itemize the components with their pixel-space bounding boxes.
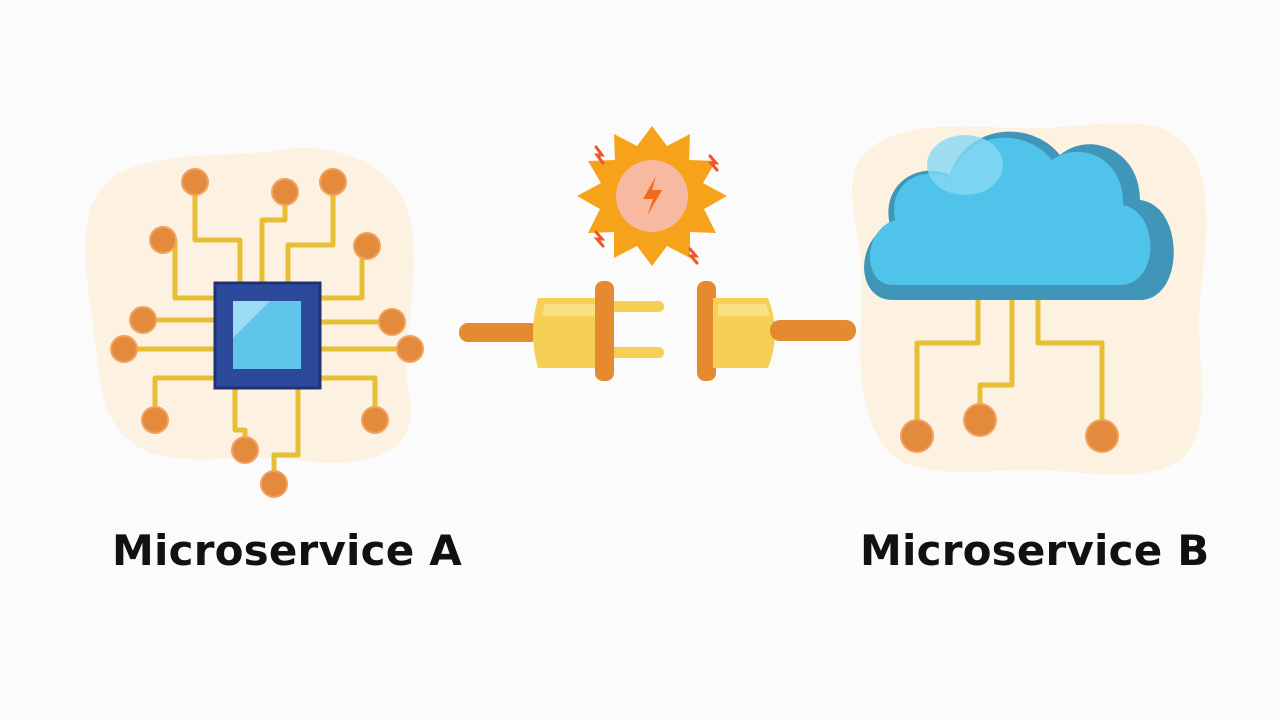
chip-rim xyxy=(213,281,322,390)
right-socket-collar xyxy=(697,281,716,381)
plug-prong-top xyxy=(608,301,664,312)
microservice-b-label: Microservice B xyxy=(860,526,1210,575)
circuit-traces-b xyxy=(914,297,1105,439)
chip-highlight xyxy=(233,301,270,338)
circuit-nodes-b xyxy=(900,403,1119,453)
right-socket-shine xyxy=(718,304,770,316)
cloud-front xyxy=(869,137,1151,285)
electric-spark-icon xyxy=(577,126,727,266)
unplugged-connector-icon xyxy=(459,281,856,381)
cpu-chip-icon xyxy=(85,148,424,498)
spark-sparks xyxy=(593,145,720,265)
circuit-nodes-a xyxy=(110,168,424,498)
cloud-network-icon xyxy=(852,123,1207,476)
right-cable xyxy=(770,320,856,341)
left-cable xyxy=(459,323,539,342)
circuit-traces-a xyxy=(121,179,413,487)
cloud-highlight xyxy=(927,135,1003,195)
left-plug-collar xyxy=(595,281,614,381)
plug-prong-bottom xyxy=(608,347,664,358)
left-plug-shine xyxy=(542,304,595,316)
microservice-a-label: Microservice A xyxy=(112,526,462,575)
lightning-bolt-icon xyxy=(643,176,662,216)
